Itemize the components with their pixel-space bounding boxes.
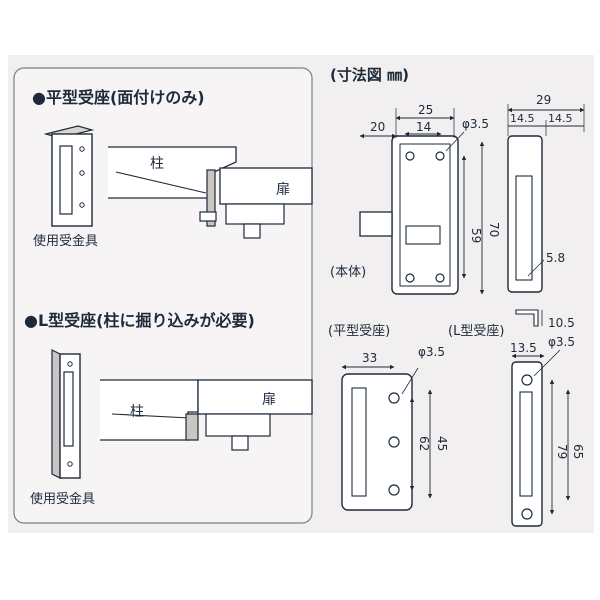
flat-caption: 使用受金具 xyxy=(33,233,98,249)
l-install-illustration: 柱 扉 xyxy=(100,379,313,451)
flat-receiver-dim-45: 45 xyxy=(435,436,449,451)
flat-receiver-plate-illustration xyxy=(43,125,95,227)
flat-receiver-dim-33: 33 xyxy=(362,351,377,365)
left-panel: ●平型受座(面付けのみ) 柱 扉 使用受金具 ●L xyxy=(13,67,313,524)
l-pillar-label: 柱 xyxy=(130,404,144,420)
l-receiver-label: (L型受座) xyxy=(448,324,504,339)
flat-pillar-label: 柱 xyxy=(150,156,164,172)
flat-door-label: 扉 xyxy=(276,182,290,198)
body-front-drawing: 20 25 14 φ3.5 59 70 (本体) xyxy=(330,103,501,295)
flat-type-heading: ●平型受座(面付けのみ) xyxy=(32,88,205,107)
flat-receiver-dim-hole: φ3.5 xyxy=(418,345,445,359)
l-receiver-dim-65: 65 xyxy=(571,444,585,459)
flat-receiver-label: (平型受座) xyxy=(328,324,390,339)
body-side-drawing: 29 14.5 14.5 5.8 xyxy=(507,93,585,293)
l-receiver-plate-illustration xyxy=(51,349,81,479)
dimensions-title: (寸法図 ㎜) xyxy=(330,66,409,84)
body-dim-20: 20 xyxy=(370,120,385,134)
dimensions-area: (寸法図 ㎜) 20 25 14 φ3.5 59 70 xyxy=(328,66,585,527)
side-dim-29: 29 xyxy=(536,93,551,107)
l-receiver-dim-hole: φ3.5 xyxy=(548,335,575,349)
body-dim-hole: φ3.5 xyxy=(462,117,489,131)
body-dim-14: 14 xyxy=(416,120,431,134)
l-receiver-dim-10-5: 10.5 xyxy=(548,316,575,330)
l-door-label: 扉 xyxy=(262,392,276,408)
l-type-heading: ●L型受座(柱に掘り込みが必要) xyxy=(24,311,255,330)
body-dim-59: 59 xyxy=(469,228,483,243)
flat-receiver-drawing: (平型受座) 33 φ3.5 62 45 xyxy=(328,324,449,511)
body-dim-25: 25 xyxy=(418,103,433,117)
body-dim-70: 70 xyxy=(487,222,501,237)
l-receiver-dim-13-5: 13.5 xyxy=(510,341,537,355)
side-dim-14-5-right: 14.5 xyxy=(548,112,573,125)
flat-install-illustration: 柱 扉 xyxy=(108,146,313,239)
l-caption: 使用受金具 xyxy=(30,491,95,507)
side-dim-5-8: 5.8 xyxy=(546,251,565,265)
l-receiver-drawing: (L型受座) 10.5 13.5 φ3.5 79 65 xyxy=(448,309,585,527)
side-dim-14-5-left: 14.5 xyxy=(510,112,535,125)
flat-receiver-dim-62: 62 xyxy=(417,436,431,451)
body-label: (本体) xyxy=(330,265,366,280)
l-receiver-dim-79: 79 xyxy=(555,444,569,459)
